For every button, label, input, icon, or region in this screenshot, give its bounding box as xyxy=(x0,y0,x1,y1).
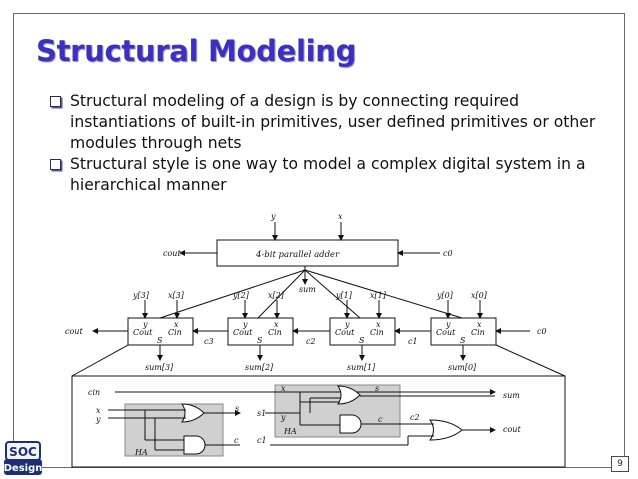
cell-port-label: Cin xyxy=(471,328,485,337)
cell-port-label: x xyxy=(477,320,482,329)
fa-ha2-y-label: y xyxy=(280,413,286,422)
svg-text:SOC: SOC xyxy=(9,445,37,459)
carry-label: c3 xyxy=(204,337,214,346)
cell-sum-label: sum[2] xyxy=(245,363,274,372)
cell-input-label: y[0] xyxy=(436,291,454,300)
fa-x-label: x xyxy=(96,406,101,415)
fa-c2-label: c2 xyxy=(410,413,420,422)
cell-input-label: x[3] xyxy=(168,291,185,300)
fa-cout-label: cout xyxy=(503,425,521,434)
page-number: 9 xyxy=(611,456,629,472)
adder-c0-label: c0 xyxy=(443,249,453,258)
bullet-item: Structural modeling of a design is by co… xyxy=(44,91,604,154)
soc-design-logo: SOC Design xyxy=(3,440,43,478)
fa-c-label: c xyxy=(234,436,239,445)
carry-label: c2 xyxy=(306,337,316,346)
cell-port-label: x xyxy=(174,320,179,329)
fa-s-label: s xyxy=(375,384,379,393)
cell-port-label: Cin xyxy=(268,328,282,337)
cell-port-label: S xyxy=(359,336,365,345)
bullet-list: Structural modeling of a design is by co… xyxy=(44,91,604,196)
cell-port-label: y xyxy=(142,320,148,329)
cell-port-label: Cin xyxy=(168,328,182,337)
slide-title: Structural Modeling xyxy=(36,34,357,68)
ha-label: HA xyxy=(134,448,148,457)
bullet-text: Structural modeling of a design is by co… xyxy=(70,92,596,152)
adder-sum-label: sum xyxy=(299,285,316,294)
cell-sum-label: sum[3] xyxy=(145,363,174,372)
ha-label: HA xyxy=(283,427,297,436)
fa-s-label: s xyxy=(235,404,239,413)
adder-label: 4-bit parallel adder xyxy=(255,250,340,260)
cell-input-label: y[3] xyxy=(132,291,150,300)
carry-label: c1 xyxy=(408,337,418,346)
checkbox-bullet-icon xyxy=(50,96,61,107)
input-y-label: y xyxy=(270,212,276,221)
cell-port-label: y xyxy=(242,320,248,329)
cell-input-label: y[2] xyxy=(232,291,250,300)
fa-sum-label: sum xyxy=(503,391,520,400)
cell-port-label: S xyxy=(460,336,466,345)
cell-input-label: x[1] xyxy=(370,291,387,300)
cell-port-label: Cout xyxy=(436,328,456,337)
fa-c1-label: c1 xyxy=(257,436,267,445)
fa-y-label: y xyxy=(95,415,101,424)
bullet-item: Structural style is one way to model a c… xyxy=(44,154,604,196)
cell-port-label: Cout xyxy=(335,328,355,337)
cell-port-label: x xyxy=(376,320,381,329)
fa-c-label: c xyxy=(378,415,383,424)
input-x-label: x xyxy=(338,212,343,221)
cell-port-label: y xyxy=(344,320,350,329)
cell-port-label: S xyxy=(157,336,163,345)
cell-port-label: x xyxy=(274,320,279,329)
cell-sum-label: sum[1] xyxy=(347,363,376,372)
parallel-adder-block xyxy=(216,239,399,267)
cell-input-label: x[2] xyxy=(268,291,285,300)
checkbox-bullet-icon xyxy=(50,159,61,170)
cell-input-label: x[0] xyxy=(471,291,488,300)
svg-text:Design: Design xyxy=(4,463,43,474)
cell-port-label: Cin xyxy=(370,328,384,337)
cell-port-label: Cout xyxy=(133,328,153,337)
fa-ha2-x-label: x xyxy=(281,384,286,393)
fa-s1-label: s1 xyxy=(257,409,266,418)
cell-input-label: y[1] xyxy=(335,291,353,300)
fa-cin-label: cin xyxy=(88,388,100,397)
cell-port-label: Cout xyxy=(233,328,253,337)
bullet-text: Structural style is one way to model a c… xyxy=(70,155,586,194)
adder-cout-label: cout xyxy=(163,249,181,258)
full-adder-cell-0 xyxy=(430,317,497,346)
cell-port-label: S xyxy=(257,336,263,345)
cell-sum-label: sum[0] xyxy=(448,363,477,372)
half-adder-2 xyxy=(274,384,401,438)
cells-c0-label: c0 xyxy=(537,327,547,336)
cell-port-label: y xyxy=(445,320,451,329)
cells-cout-label: cout xyxy=(65,327,83,336)
